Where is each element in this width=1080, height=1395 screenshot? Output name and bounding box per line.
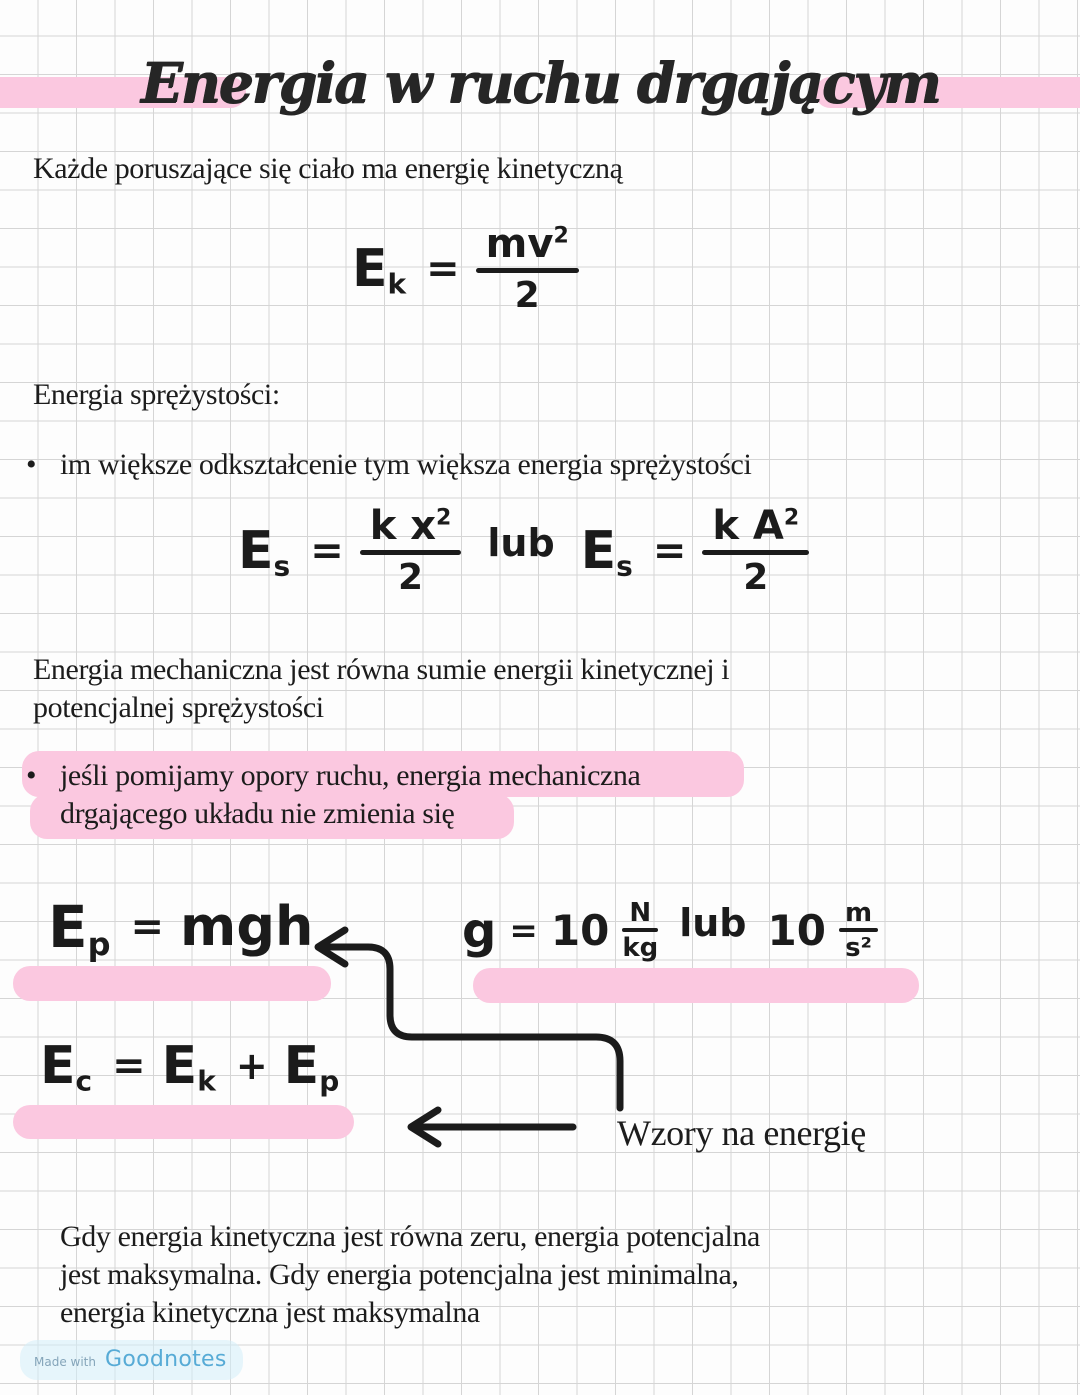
formula-ek-exponent: 2 — [553, 223, 569, 249]
formula-es1-denominator: 2 — [398, 557, 424, 598]
formula-ep-equals: = — [130, 904, 165, 950]
formula-es1-symbol: E — [238, 521, 274, 581]
bullet-marker: • — [26, 448, 37, 481]
formula-es2-subscript: s — [616, 549, 633, 583]
elastic-heading: Energia sprężystości: — [33, 378, 280, 411]
title-highlight-left — [0, 77, 246, 108]
elastic-bullet: • im większe odkształcenie tym większa en… — [26, 448, 752, 482]
formula-ec-equals: = — [112, 1043, 146, 1089]
fraction-bar — [359, 550, 462, 555]
formula-g-den2: s² — [845, 933, 872, 963]
ep-highlight-bar — [13, 966, 331, 1001]
formula-es2-denominator: 2 — [743, 557, 769, 598]
formula-g-value1: 10 — [550, 906, 610, 955]
formula-es1-exponent: 2 — [436, 505, 452, 531]
formula-g-equals: = — [509, 910, 538, 951]
lub-word: lub — [487, 521, 555, 565]
fraction-bar — [622, 928, 659, 932]
formula-g-num1: N — [629, 898, 652, 928]
formula-ek-equals: = — [426, 246, 460, 292]
formula-es2-symbol: E — [580, 521, 617, 581]
fraction-bar — [702, 550, 810, 555]
summary-paragraph: Gdy energia kinetyczna jest równa zeru, … — [60, 1218, 760, 1332]
formula-ec-subscript2: k — [197, 1064, 216, 1098]
bullet-marker: • — [26, 759, 37, 792]
highlight-bar-line1 — [22, 751, 744, 797]
fraction-bar — [475, 268, 579, 273]
formula-ec-subscript1: c — [75, 1064, 93, 1098]
formula-g: g = 10 N kg lub 10 m s² — [462, 898, 879, 963]
formula-ep-subscript: p — [87, 925, 111, 964]
formula-es2-exponent: 2 — [783, 505, 800, 531]
arrow-to-ep — [314, 926, 349, 968]
highlighted-text-line2: drgającego układu nie zmienia się — [60, 797, 455, 830]
mechanical-bullet: • jeśli pomijamy opory ruchu, energia mec… — [26, 757, 641, 833]
formula-ec-symbol3: E — [283, 1036, 320, 1096]
formula-es2-equals: = — [652, 528, 687, 574]
formula-ec-symbol2: E — [161, 1036, 198, 1096]
formula-g-den1: kg — [622, 933, 659, 963]
formula-g-fraction1: N kg — [622, 898, 659, 963]
formula-g-symbol: g — [462, 902, 497, 959]
formula-ec-subscript3: p — [319, 1064, 340, 1098]
summary-line3: energia kinetyczna jest maksymalna — [60, 1296, 480, 1329]
watermark-made-with: Made with — [34, 1355, 96, 1369]
ec-highlight-bar — [13, 1105, 354, 1139]
formula-ek-fraction: mv2 2 — [475, 221, 579, 316]
goodnotes-watermark: Made with Goodnotes — [20, 1340, 243, 1380]
formula-ep-rhs: mgh — [180, 895, 314, 958]
summary-line1: Gdy energia kinetyczna jest równa zeru, … — [60, 1220, 760, 1253]
formula-es1-fraction: k x2 2 — [359, 503, 462, 598]
formula-ek-numerator: mv — [485, 221, 554, 267]
formula-g-fraction2: m s² — [838, 898, 879, 963]
mechanical-line1: Energia mechaniczna jest równa sumie ene… — [33, 653, 730, 686]
formula-es1-subscript: s — [273, 549, 291, 583]
formula-ec-symbol1: E — [40, 1036, 76, 1096]
formula-es2-fraction: k A2 2 — [702, 503, 810, 598]
title-highlight-right — [815, 77, 1080, 108]
formula-es1-equals: = — [310, 528, 344, 574]
formula-es2-numerator: k A — [712, 503, 784, 549]
fraction-bar — [838, 928, 879, 932]
formula-ec-plus: + — [235, 1044, 268, 1088]
formula-ek-symbol: E — [352, 239, 388, 299]
formula-ek-subscript: k — [387, 267, 407, 301]
formula-g-num2: m — [844, 898, 873, 928]
formula-g-value2: 10 — [767, 906, 826, 955]
highlighted-text-line1: jeśli pomijamy opory ruchu, energia mech… — [60, 759, 641, 792]
intro-paragraph: Każde poruszające się ciało ma energię k… — [33, 152, 623, 185]
mechanical-paragraph: Energia mechaniczna jest równa sumie ene… — [33, 651, 730, 727]
formula-es1-numerator: k x — [369, 503, 437, 549]
arrow-to-ec — [407, 1106, 442, 1148]
arrow-label: Wzory na energię — [617, 1113, 866, 1153]
formula-ep-symbol: E — [48, 893, 88, 961]
g-highlight-bar — [473, 968, 919, 1003]
mechanical-line2: potencjalnej sprężystości — [33, 691, 324, 724]
highlight-bar-line2 — [30, 794, 514, 839]
summary-line2: jest maksymalna. Gdy energia potencjalna… — [60, 1258, 739, 1291]
elastic-bullet-text: im większe odkształcenie tym większa ene… — [60, 448, 752, 481]
goodnotes-logo: Goodnotes — [104, 1347, 227, 1372]
formula-ek-denominator: 2 — [514, 275, 540, 316]
lub-word: lub — [679, 900, 747, 945]
page-title: Energia w ruchu drgającym — [140, 50, 942, 115]
